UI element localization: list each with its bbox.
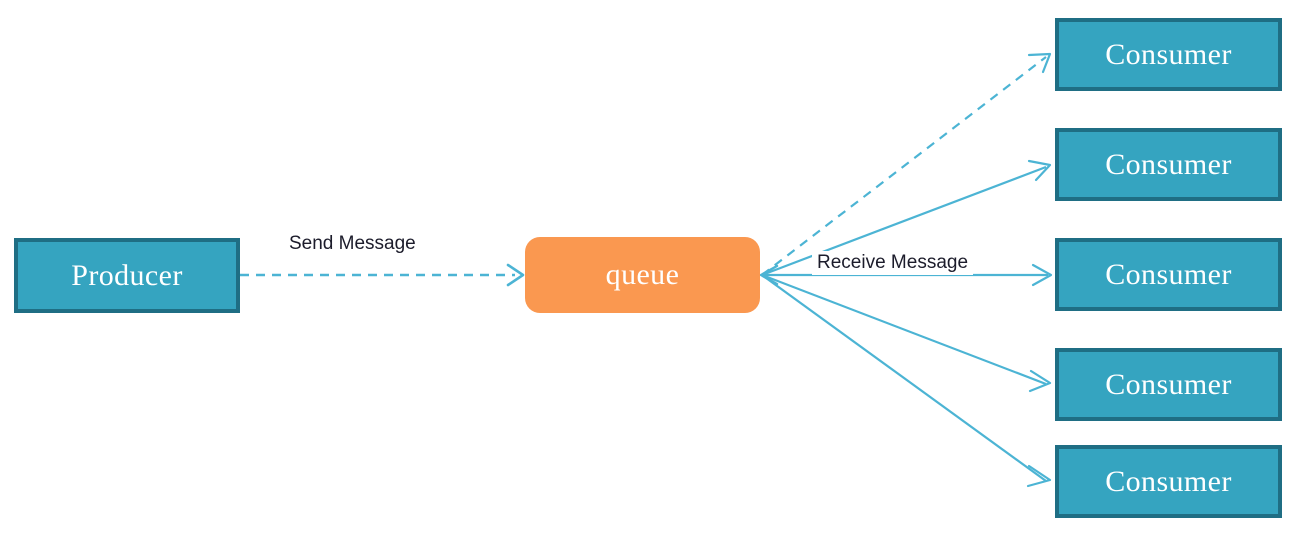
edge-send-message (240, 263, 525, 287)
edge-label-receive-message: Receive Message (812, 251, 974, 275)
node-consumer-5-label: Consumer (1105, 464, 1232, 498)
receive-arrowhead-4 (1028, 369, 1052, 393)
edge-receive-consumer-2 (761, 159, 1052, 277)
edge-receive-consumer-1 (761, 52, 1052, 276)
node-consumer-2[interactable]: Consumer (1055, 128, 1282, 201)
node-producer[interactable]: Producer (14, 238, 240, 313)
send-message-arrowhead (506, 263, 525, 287)
receive-arrowhead-3 (1031, 263, 1053, 287)
node-consumer-3[interactable]: Consumer (1055, 238, 1282, 311)
edge-receive-consumer-4 (761, 273, 1052, 393)
receive-arrowhead-5 (1026, 464, 1052, 488)
node-consumer-4-label: Consumer (1105, 367, 1232, 401)
node-consumer-3-label: Consumer (1105, 257, 1232, 291)
node-producer-label: Producer (71, 258, 183, 292)
node-consumer-5[interactable]: Consumer (1055, 445, 1282, 518)
node-consumer-1-label: Consumer (1105, 37, 1232, 71)
node-consumer-4[interactable]: Consumer (1055, 348, 1282, 421)
node-consumer-2-label: Consumer (1105, 147, 1232, 181)
edge-receive-consumer-5 (761, 274, 1052, 488)
edge-receive-consumer-3 (762, 263, 1053, 287)
receive-arrowhead-2 (1027, 159, 1052, 182)
node-queue[interactable]: queue (525, 237, 760, 313)
node-consumer-1[interactable]: Consumer (1055, 18, 1282, 91)
edge-label-send-message: Send Message (284, 232, 421, 256)
node-queue-label: queue (605, 258, 680, 291)
receive-arrowhead-1 (1027, 52, 1052, 74)
